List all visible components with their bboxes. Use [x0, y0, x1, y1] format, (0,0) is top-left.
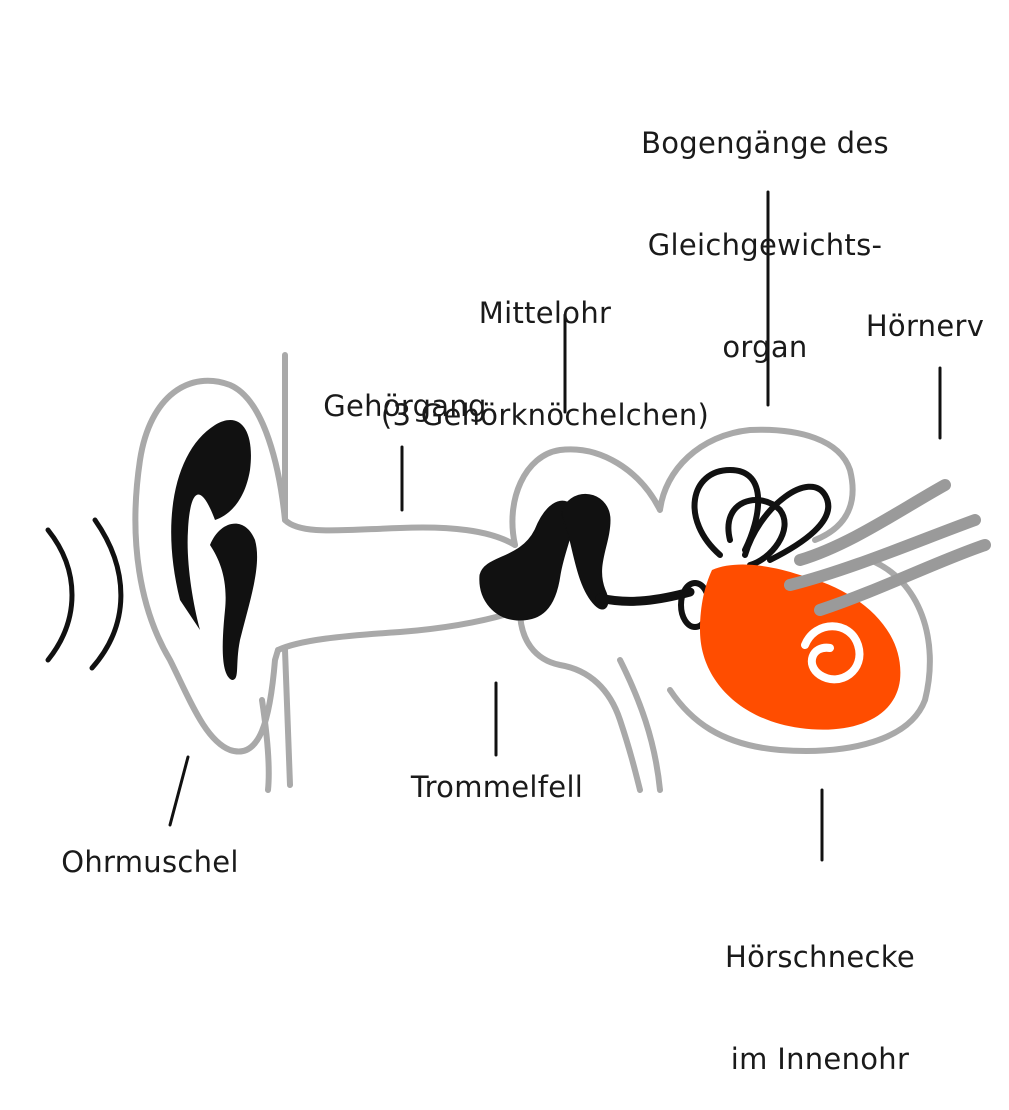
- auditory-nerve-icon: [784, 479, 991, 616]
- cochlea-icon: [700, 564, 901, 730]
- incus: [561, 493, 611, 610]
- canal-loop-2: [742, 483, 832, 563]
- pinna-outline: [132, 352, 288, 755]
- label-trommelfell: Trommelfell: [410, 770, 584, 804]
- pinna-lobe-line: [259, 697, 272, 793]
- canal-loop-1: [691, 466, 762, 558]
- label-bogengaenge: Bogengänge des Gleichgewichts- organ: [600, 58, 930, 398]
- nerve-strand-3: [814, 539, 991, 616]
- semicircular-canals-icon: [691, 466, 832, 568]
- ossicles: [479, 493, 712, 630]
- sound-wave-inner: [45, 527, 75, 663]
- pinna-folds: [171, 420, 258, 680]
- label-mittelohr-line1: Mittelohr: [478, 296, 612, 330]
- label-bogengaenge-line1: Bogengänge des: [641, 126, 889, 160]
- nerve-strand-2: [784, 514, 981, 591]
- sound-waves-icon: [45, 517, 124, 671]
- label-bogengaenge-line3: organ: [722, 330, 808, 364]
- label-gehoergang: Gehörgang: [323, 389, 487, 423]
- label-hoerschnecke-line2: im Innenohr: [730, 1042, 910, 1076]
- pointer-ohrmuschel: [168, 755, 190, 827]
- middle-inner-outline: [509, 426, 933, 793]
- cochlea-body: [700, 564, 901, 730]
- canal-loop-3: [725, 497, 788, 568]
- neck-line: [282, 647, 293, 788]
- label-hoernerv: Hörnerv: [865, 309, 985, 343]
- outer-ear-outline: [132, 352, 523, 793]
- eustachian-line: [617, 657, 663, 793]
- sound-wave-outer: [89, 517, 124, 671]
- middle-ear-floor: [517, 607, 643, 793]
- canal-lower: [275, 607, 523, 653]
- label-hoerschnecke: Hörschnecke im Innenohr: [700, 872, 940, 1110]
- label-mittelohr-line2: (3 Gehörknöchelchen): [380, 398, 710, 432]
- helix-fold: [171, 420, 251, 630]
- antihelix-fold: [210, 523, 258, 680]
- ear-illustration: [45, 190, 991, 862]
- label-bogengaenge-line2: Gleichgewichts-: [647, 228, 883, 262]
- cochlea-spiral: [801, 622, 864, 684]
- pointer-lines: [168, 190, 942, 862]
- nerve-strand-1: [794, 479, 951, 566]
- ear-anatomy-diagram: Bogengänge des Gleichgewichts- organ Mit…: [45, 58, 991, 1076]
- middle-ear-chamber: [509, 426, 856, 548]
- label-mittelohr: Mittelohr (3 Gehörknöchelchen): [350, 228, 740, 466]
- label-ohrmuschel: Ohrmuschel: [61, 845, 239, 879]
- malleus: [479, 500, 575, 621]
- canal-upper: [282, 517, 518, 548]
- inner-ear-housing: [667, 557, 933, 754]
- stapes: [595, 587, 695, 606]
- label-hoerschnecke-line1: Hörschnecke: [725, 940, 915, 974]
